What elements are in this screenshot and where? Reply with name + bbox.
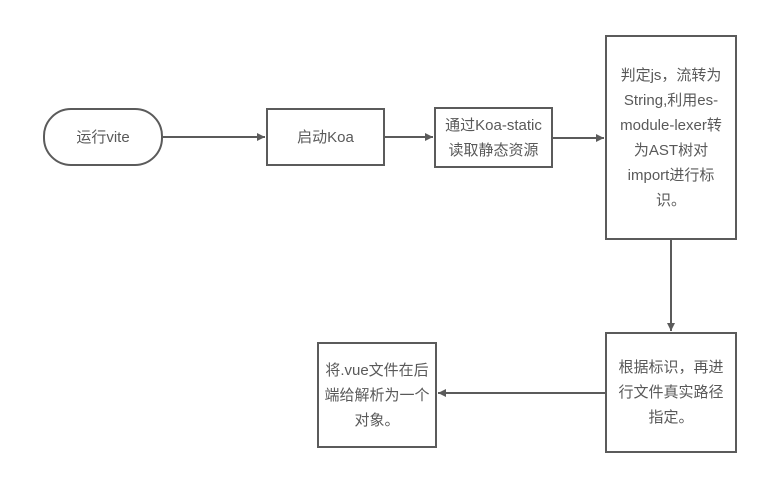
node-start-koa: 启动Koa	[266, 108, 385, 166]
node-run-vite: 运行vite	[43, 108, 163, 166]
node-real-path-label: 根据标识，再进 行文件真实路径 指定。	[618, 359, 724, 426]
node-judge-js-lexer: 判定js，流转为 String,利用es- module-lexer转 为AST…	[605, 35, 737, 240]
node-koa-static-read: 通过Koa-static 读取静态资源	[434, 107, 553, 168]
node-parse-vue-label: 将.vue文件在后 端给解析为一个 对象。	[324, 361, 430, 429]
node-real-path: 根据标识，再进 行文件真实路径 指定。	[605, 332, 737, 453]
node-judge-js-lexer-label: 判定js，流转为 String,利用es- module-lexer转 为AST…	[620, 66, 722, 209]
node-run-vite-label: 运行vite	[76, 128, 130, 146]
node-koa-static-read-label: 通过Koa-static 读取静态资源	[445, 116, 542, 159]
node-start-koa-label: 启动Koa	[297, 128, 354, 146]
node-parse-vue: 将.vue文件在后 端给解析为一个 对象。	[317, 342, 437, 448]
